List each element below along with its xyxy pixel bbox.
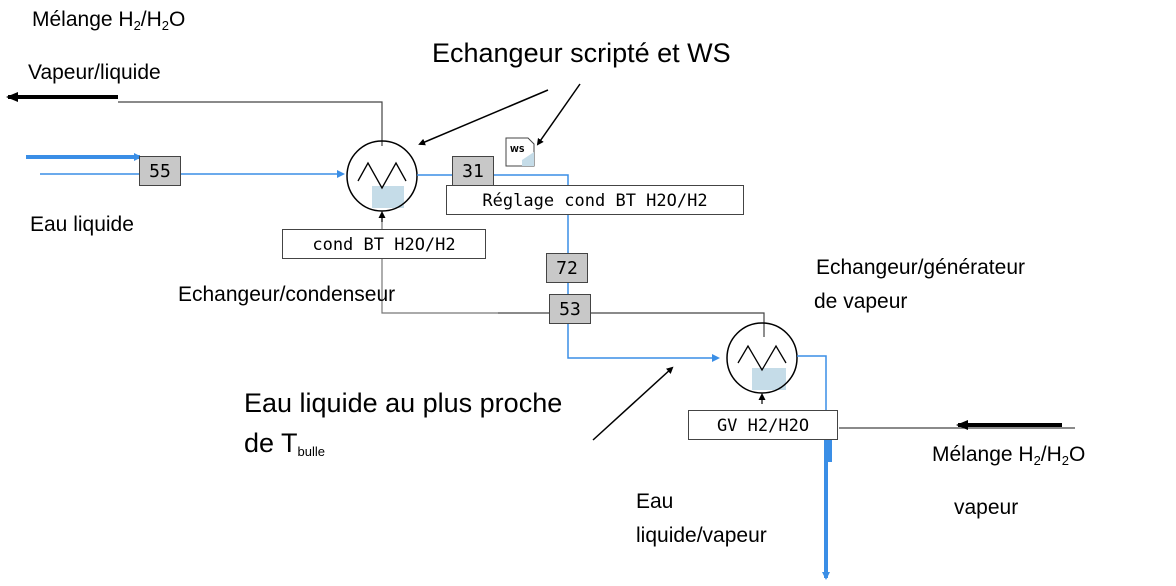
- ws-icon-label: WS: [510, 145, 525, 154]
- echangeur-scripte-label: Echangeur scripté et WS: [432, 38, 731, 68]
- ws-document-icon[interactable]: WS: [505, 137, 535, 167]
- vapeur-liquide-label: Vapeur/liquide: [28, 61, 161, 84]
- reglage-unit-name[interactable]: Réglage cond BT H2O/H2: [446, 185, 744, 215]
- gv-exchanger[interactable]: [726, 322, 798, 394]
- annotation-arrow-tbulle: [592, 366, 674, 441]
- condenser-exchanger[interactable]: [346, 140, 418, 212]
- annotation-arrow-ws: [536, 83, 581, 146]
- eau-liquide-proche-label-1: Eau liquide au plus proche: [244, 388, 563, 418]
- eau-liquide-proche-label-2: de Tbulle: [244, 428, 326, 459]
- condenser-top-outlet-line: [118, 101, 383, 146]
- stream-31-label[interactable]: 31: [452, 156, 494, 186]
- melange-bottom-label: Mélange H2/H2O: [932, 443, 1086, 468]
- echangeur-condenseur-label: Echangeur/condenseur: [178, 283, 396, 306]
- stream-55-label[interactable]: 55: [139, 156, 181, 186]
- stream-53-label[interactable]: 53: [549, 294, 591, 324]
- cond-unit-name[interactable]: cond BT H2O/H2: [282, 229, 486, 259]
- eau-liquide-label: Eau liquide: [30, 213, 134, 236]
- echangeur-generateur-label-2: de vapeur: [814, 290, 908, 313]
- gv-outlet-line: [797, 355, 827, 410]
- stream-53-line: [498, 312, 765, 337]
- vapeur-label: vapeur: [954, 496, 1019, 519]
- annotation-arrow-exchanger: [418, 89, 549, 146]
- echangeur-generateur-label-1: Echangeur/générateur: [816, 256, 1025, 279]
- eau-liquide-vapeur-label-1: Eau: [636, 490, 674, 513]
- stream-72-label[interactable]: 72: [546, 253, 588, 283]
- eau-liquide-vapeur-label-2: liquide/vapeur: [636, 524, 767, 547]
- melange-top-label: Mélange H2/H2O: [32, 8, 186, 33]
- gv-unit-name[interactable]: GV H2/H2O: [688, 410, 838, 440]
